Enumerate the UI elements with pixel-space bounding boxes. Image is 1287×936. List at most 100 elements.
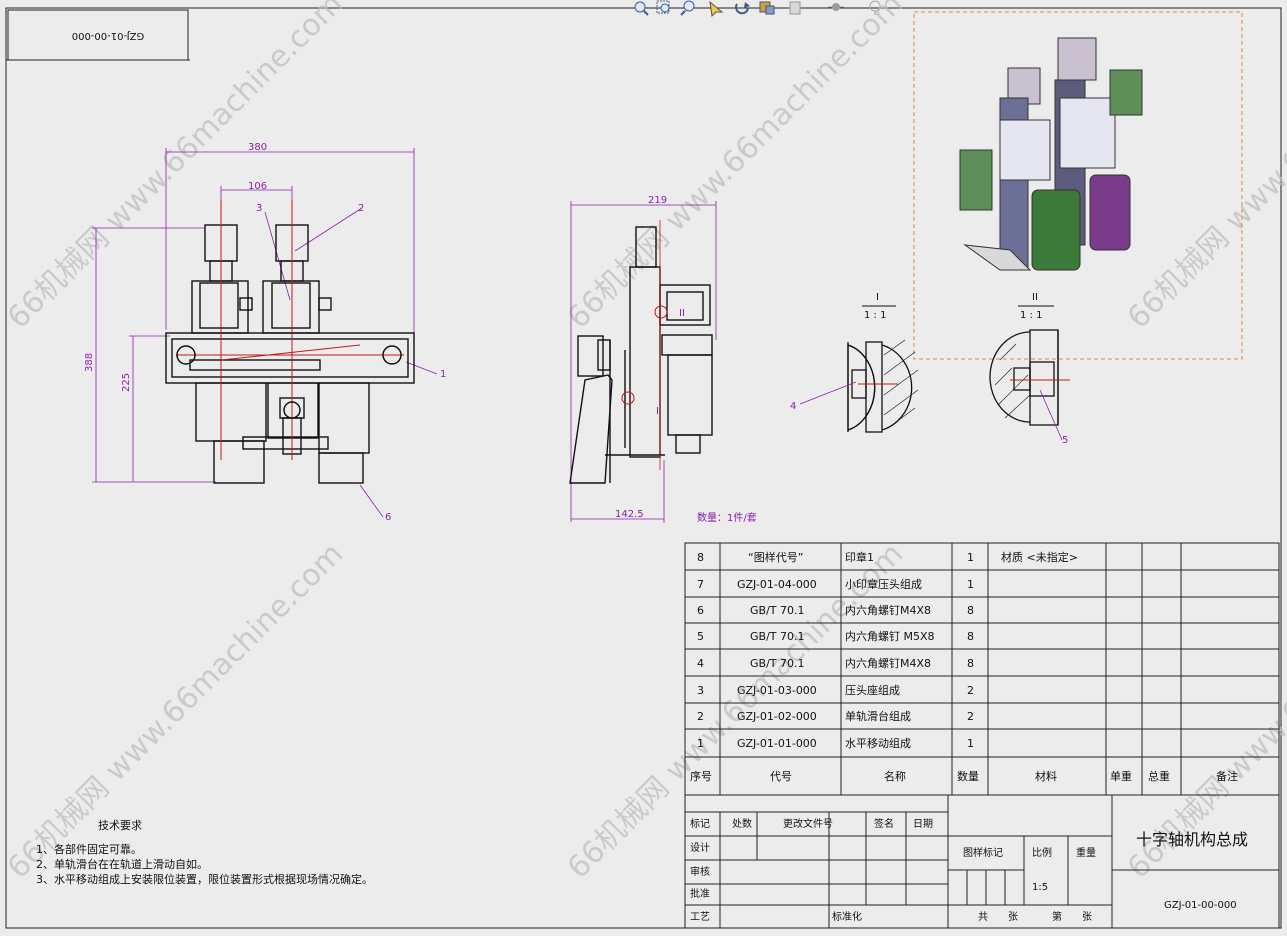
- tb-weight-label: 重量: [1076, 846, 1096, 859]
- tb-design: 设计: [690, 841, 710, 854]
- bom-row-qty: 2: [967, 710, 974, 723]
- bom-row-qty: 1: [967, 578, 974, 591]
- tb-sheet-unit2: 张: [1082, 911, 1092, 923]
- dim-rail: 225: [121, 373, 132, 392]
- view-orientation-icon[interactable]: [789, 1, 801, 15]
- dim-height: 388: [84, 353, 95, 372]
- bom-row-name: 内六角螺钉M4X8: [845, 603, 931, 617]
- bom-row-name: 压头座组成: [845, 683, 900, 697]
- bom-row-code: “图样代号”: [748, 550, 803, 564]
- drawing-number-box: GZJ-01-00-000: [7, 9, 189, 61]
- svg-text:II: II: [1032, 292, 1038, 303]
- tech-item: 3、水平移动组成上安装限位装置，限位装置形式根据现场情况确定。: [36, 872, 373, 886]
- bom-row-qty: 8: [967, 630, 974, 643]
- bom-header-qty: 数量: [957, 770, 979, 783]
- bom-header-material: 材料: [1035, 769, 1057, 783]
- dim-depth: 219: [648, 195, 667, 206]
- bom-row-code: GZJ-01-01-000: [737, 737, 817, 750]
- title-block: 标记 处数 更改文件号 签名 日期 设计 审核 批准 工艺 标准化 图样标记 比…: [684, 794, 1280, 929]
- tb-process: 工艺: [690, 911, 710, 923]
- balloon-2: 2: [358, 203, 364, 214]
- tb-drawing-number: GZJ-01-00-000: [1164, 900, 1237, 911]
- detail-view-I[interactable]: I 1 : 1 4: [790, 292, 919, 433]
- bom-header-remarks: 备注: [1216, 769, 1238, 783]
- bom-row-code: GB/T 70.1: [750, 657, 804, 670]
- bom-row-name: 单轨滑台组成: [845, 709, 911, 723]
- balloon-5: 5: [1062, 435, 1068, 446]
- detail-mark-II: II: [679, 308, 685, 319]
- front-view[interactable]: 380 106 388 225 1 2 3 6: [84, 142, 446, 523]
- select-icon[interactable]: [709, 0, 724, 18]
- zoom-in-out-icon[interactable]: [680, 0, 695, 16]
- bom-row-code: GB/T 70.1: [750, 604, 804, 617]
- tb-approve: 批准: [690, 887, 710, 900]
- tb-stage-mark: 图样标记: [963, 846, 1003, 859]
- bom-row-code: GZJ-01-03-000: [737, 684, 817, 697]
- tb-review: 审核: [690, 865, 710, 878]
- side-view[interactable]: 219 142.5 II I: [569, 195, 717, 523]
- svg-text:I: I: [876, 292, 879, 303]
- bom-row-code: GZJ-01-04-000: [737, 578, 817, 591]
- hide-show-icon[interactable]: [828, 3, 844, 11]
- drawing-number-box-text: GZJ-01-00-000: [72, 30, 145, 41]
- bom-header-code: 代号: [770, 770, 792, 783]
- tb-sheet-no: 第: [1052, 910, 1062, 923]
- svg-text:1 : 1: 1 : 1: [864, 310, 886, 321]
- isometric-view[interactable]: [913, 11, 1243, 360]
- bom-row-code: GB/T 70.1: [750, 630, 804, 643]
- tb-mark: 标记: [690, 818, 710, 830]
- view-toolbar: [634, 0, 881, 18]
- quantity-note: 数量：1件/套: [697, 511, 757, 524]
- bom-row-no: 2: [697, 710, 704, 723]
- bom-row-qty: 1: [967, 551, 974, 564]
- bom-header-no: 序号: [690, 769, 712, 783]
- bom-row-name: 水平移动组成: [845, 736, 911, 750]
- bom-header-unit-weight: 单重: [1110, 769, 1132, 783]
- bom-row-no: 8: [697, 551, 704, 564]
- bom-header-total-weight: 总重: [1148, 769, 1170, 783]
- bom-row-no: 3: [697, 684, 704, 697]
- dim-base: 142.5: [615, 509, 644, 520]
- tb-change-doc: 更改文件号: [783, 817, 833, 830]
- display-style-icon[interactable]: [759, 1, 775, 15]
- bom-row-name: 内六角螺钉 M5X8: [845, 629, 935, 643]
- dim-pitch: 106: [248, 181, 267, 192]
- bom-row-code: GZJ-01-02-000: [737, 710, 817, 723]
- tb-scale-label: 比例: [1032, 846, 1052, 859]
- zoom-to-fit-icon[interactable]: [634, 1, 649, 16]
- tb-standardize: 标准化: [832, 910, 862, 923]
- tb-signature: 签名: [874, 817, 894, 830]
- bom-row-qty: 8: [967, 657, 974, 670]
- bom-row-qty: 1: [967, 737, 974, 750]
- bom-row-material: 材质 <未指定>: [1001, 550, 1078, 564]
- appearance-icon[interactable]: [869, 0, 881, 15]
- tb-title: 十字轴机构总成: [1136, 830, 1248, 849]
- bom-row-qty: 8: [967, 604, 974, 617]
- tb-scale-value: 1:5: [1032, 882, 1048, 893]
- rotate-icon[interactable]: [735, 2, 750, 15]
- tb-date: 日期: [913, 818, 933, 830]
- bom-row-name: 印章1: [845, 550, 874, 564]
- technical-requirements: 技术要求 1、各部件固定可靠。 2、单轨滑台在在轨道上滑动自如。 3、水平移动组…: [5, 740, 373, 928]
- tech-item: 2、单轨滑台在在轨道上滑动自如。: [36, 857, 208, 871]
- bom-row-no: 5: [697, 630, 704, 643]
- bom-header-name: 名称: [884, 769, 906, 783]
- balloon-1: 1: [440, 369, 446, 380]
- zoom-area-icon[interactable]: [656, 0, 670, 14]
- balloon-3: 3: [256, 203, 262, 214]
- tech-heading: 技术要求: [98, 819, 142, 832]
- detail-view-II[interactable]: II 1 : 1 5: [989, 292, 1070, 446]
- tb-count: 处数: [732, 817, 752, 830]
- balloon-4: 4: [790, 401, 796, 412]
- bom-row-no: 4: [697, 657, 704, 670]
- detail-mark-I: I: [656, 406, 659, 417]
- tb-sheet-unit: 张: [1008, 911, 1018, 923]
- tech-item: 1、各部件固定可靠。: [36, 842, 142, 856]
- bom-table: 8 “图样代号” 印章1 1 材质 <未指定> 7 GZJ-01-04-000 …: [684, 542, 1280, 796]
- balloon-6: 6: [385, 512, 391, 523]
- svg-text:1 : 1: 1 : 1: [1020, 310, 1042, 321]
- bom-row-no: 1: [697, 737, 704, 750]
- bom-row-name: 内六角螺钉M4X8: [845, 656, 931, 670]
- bom-row-no: 7: [697, 578, 704, 591]
